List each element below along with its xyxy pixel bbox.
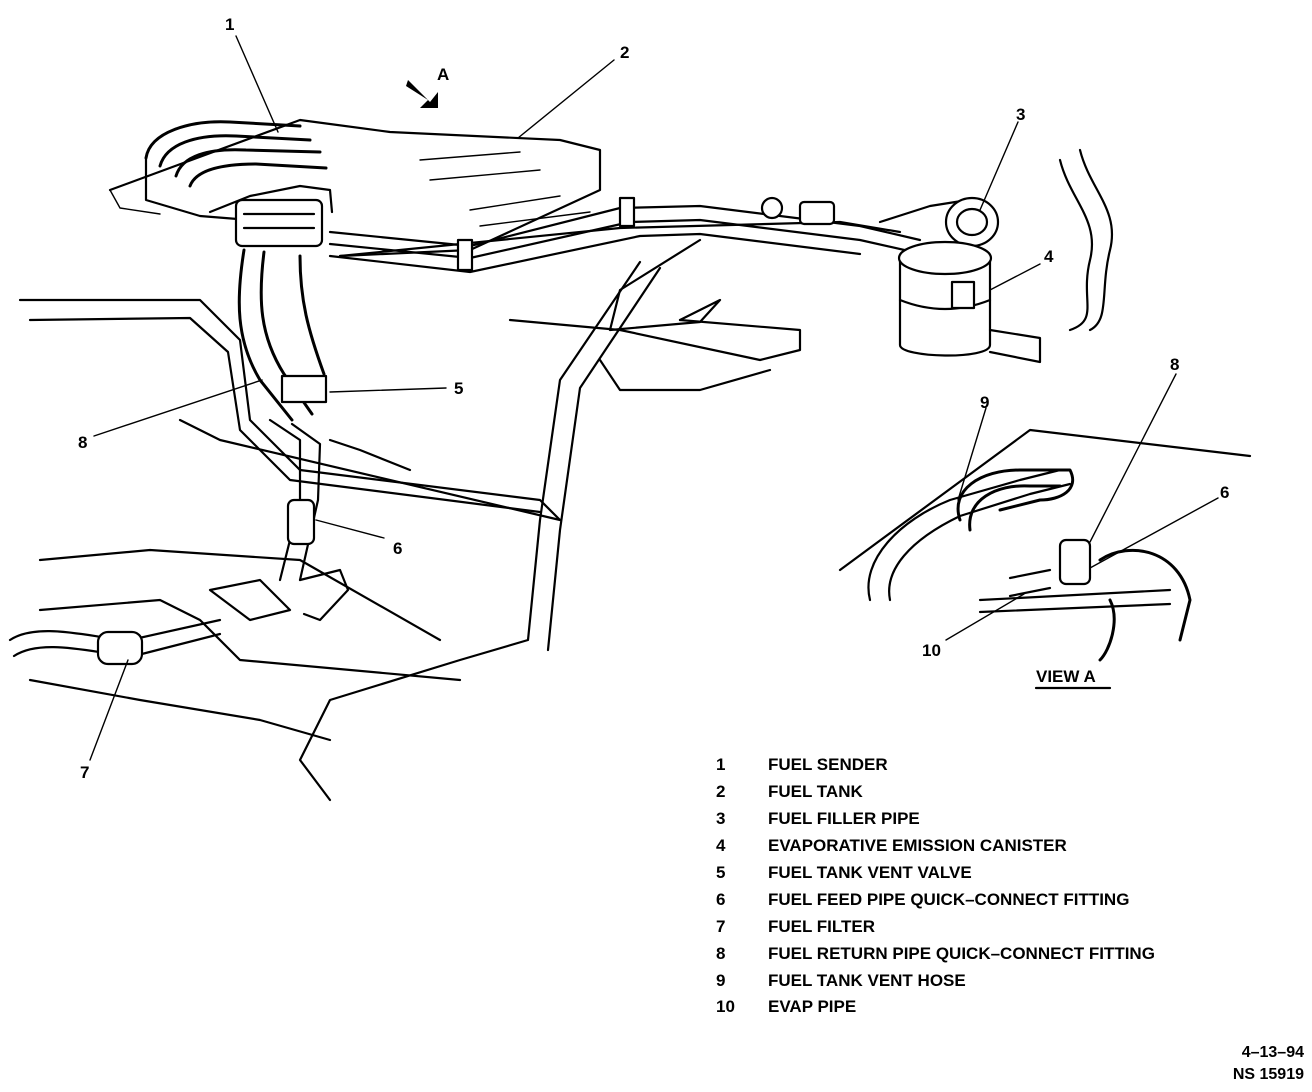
legend-label: FUEL FILLER PIPE xyxy=(768,809,920,829)
evap-pipes-to-canister xyxy=(328,196,924,274)
callout-4: 4 xyxy=(1044,247,1054,266)
legend-item-9: 9 FUEL TANK VENT HOSE xyxy=(716,967,1155,994)
legend-label: EVAPORATIVE EMISSION CANISTER xyxy=(768,836,1067,856)
view-a-arrow-icon xyxy=(406,80,438,108)
legend-num: 6 xyxy=(716,889,726,909)
fuel-sender-drawing xyxy=(144,120,334,248)
legend-num: 7 xyxy=(716,916,726,936)
legend-num: 8 xyxy=(716,943,726,963)
vehicle-body-drawing xyxy=(18,238,802,802)
view-a-inset xyxy=(838,428,1252,662)
legend-label: FUEL TANK xyxy=(768,782,863,802)
legend-item-8: 8 FUEL RETURN PIPE QUICK–CONNECT FITTING xyxy=(716,940,1155,967)
legend-num: 1 xyxy=(716,755,726,775)
legend-label: EVAP PIPE xyxy=(768,997,857,1017)
canister-and-filler-drawing xyxy=(878,148,1113,364)
legend-label: FUEL SENDER xyxy=(768,755,888,775)
legend-item-6: 6 FUEL FEED PIPE QUICK–CONNECT FITTING xyxy=(716,886,1155,913)
legend-num: 10 xyxy=(716,997,735,1017)
legend-label: FUEL FEED PIPE QUICK–CONNECT FITTING xyxy=(768,889,1130,909)
legend-item-1: 1 FUEL SENDER xyxy=(716,752,1155,779)
fuel-lines-drawing xyxy=(8,248,412,666)
legend-label: FUEL TANK VENT HOSE xyxy=(768,970,966,990)
callout-2: 2 xyxy=(620,43,629,62)
legend-item-3: 3 FUEL FILLER PIPE xyxy=(716,806,1155,833)
view-a-title: VIEW A xyxy=(1036,667,1096,686)
callout-10: 10 xyxy=(922,641,941,660)
legend-item-7: 7 FUEL FILTER xyxy=(716,913,1155,940)
callout-5: 5 xyxy=(454,379,463,398)
legend-num: 5 xyxy=(716,863,726,882)
callout-8: 8 xyxy=(78,433,87,452)
callout-8-view-a: 8 xyxy=(1170,355,1179,374)
legend-item-2: 2 FUEL TANK xyxy=(716,779,1155,806)
callout-9: 9 xyxy=(980,393,989,412)
callout-6: 6 xyxy=(393,539,402,558)
legend-label: FUEL FILTER xyxy=(768,916,876,936)
legend-label: FUEL TANK VENT VALVE xyxy=(768,863,972,882)
legend-num: 4 xyxy=(716,836,726,856)
legend-item-4: 4 EVAPORATIVE EMISSION CANISTER xyxy=(716,833,1155,860)
parts-legend: 1 FUEL SENDER 2 FUEL TANK 3 FUEL FILLER PIP… xyxy=(716,752,1155,1021)
leader-lines xyxy=(89,35,1219,761)
callout-6-view-a: 6 xyxy=(1220,483,1229,502)
legend-num: 2 xyxy=(716,782,726,802)
legend-label: FUEL RETURN PIPE QUICK–CONNECT FITTING xyxy=(768,943,1155,963)
legend-item-10: 10 EVAP PIPE xyxy=(716,994,1155,1021)
callout-7: 7 xyxy=(80,763,89,782)
fuel-tank-drawing xyxy=(108,118,902,258)
callout-1: 1 xyxy=(225,15,234,34)
callout-3: 3 xyxy=(1016,105,1025,124)
drawing-number: NS 15919 xyxy=(1232,1066,1304,1083)
view-a-marker: A xyxy=(437,65,449,84)
legend-item-5: 5 FUEL TANK VENT VALVE xyxy=(716,860,1155,887)
legend-num: 3 xyxy=(716,809,726,829)
drawing-date: 4–13–94 xyxy=(1241,1044,1304,1061)
drawing-stamp: 4–13–94 NS 15919 xyxy=(1233,1042,1304,1086)
legend-num: 9 xyxy=(716,970,726,990)
